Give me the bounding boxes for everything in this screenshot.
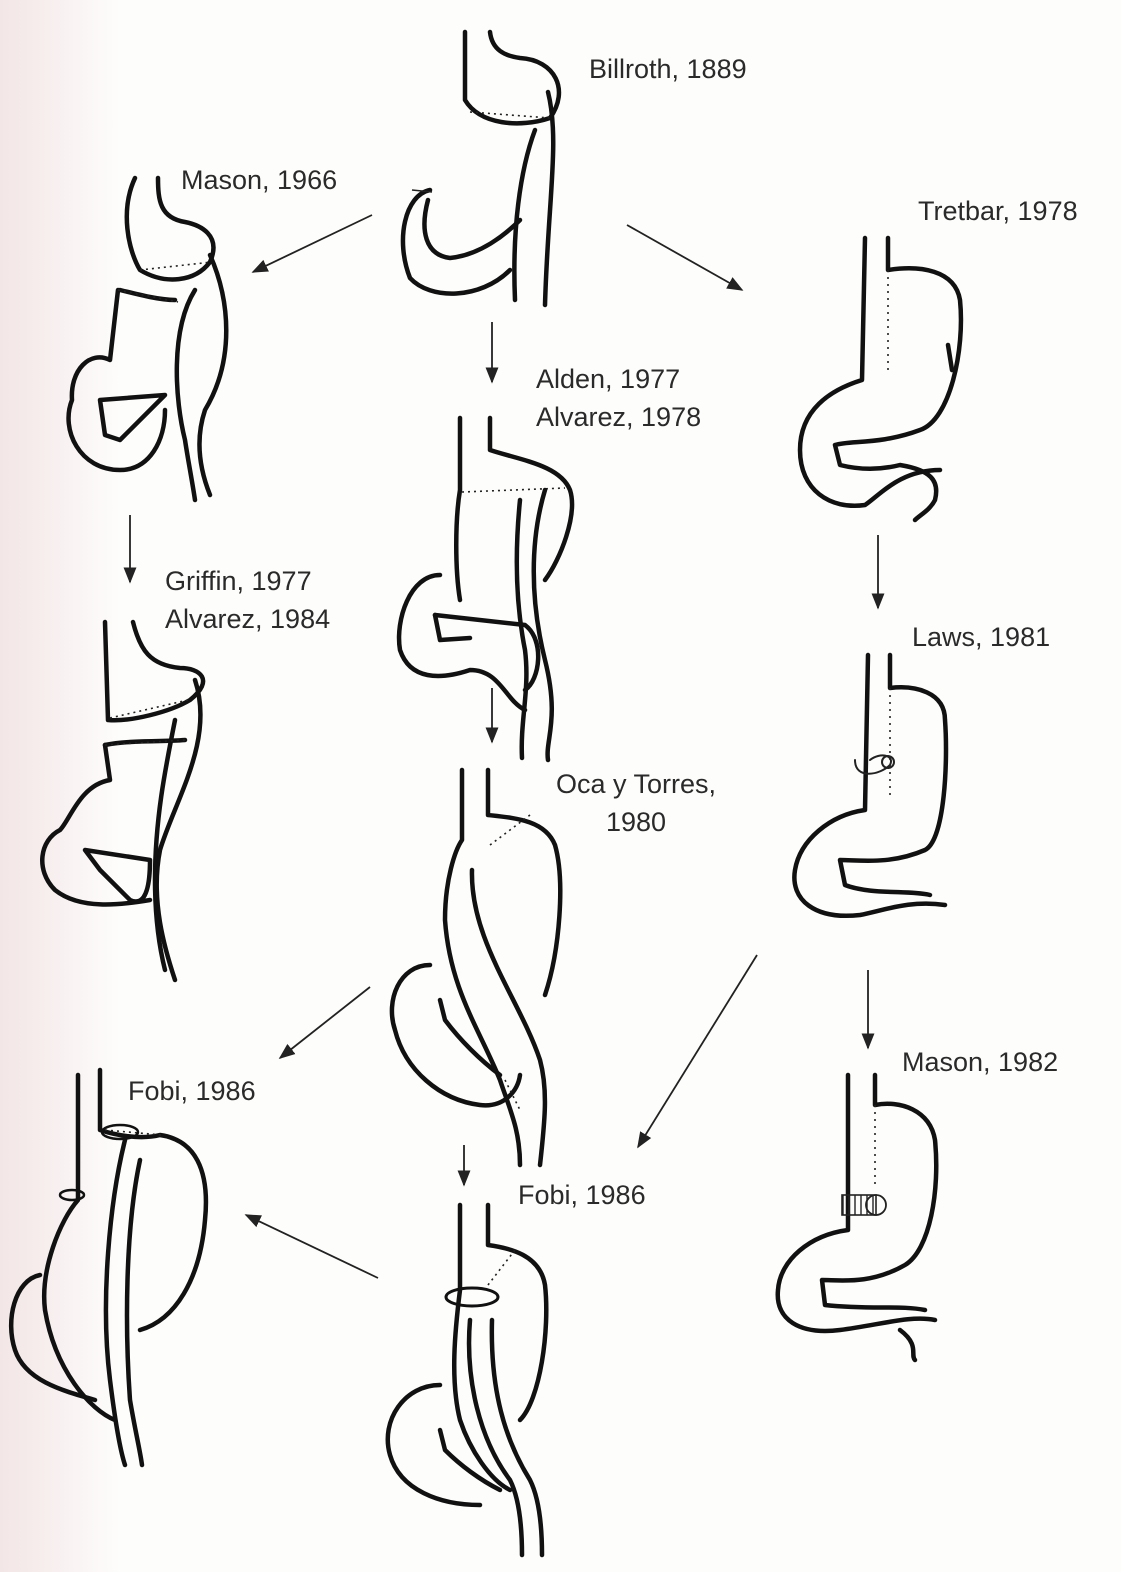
label-mason-1966: Mason, 1966 [181, 161, 337, 199]
label-tretbar: Tretbar, 1978 [918, 192, 1078, 230]
fobi-center-illustration [388, 1205, 546, 1555]
mason-1982-illustration [778, 1075, 936, 1360]
mason-1966-illustration [69, 178, 227, 500]
label-line: Oca y Torres, [538, 765, 734, 803]
arrow-oca-fobileft [280, 987, 370, 1058]
label-line: Alden, 1977 [536, 360, 701, 398]
label-mason-1982: Mason, 1982 [902, 1043, 1058, 1081]
label-line: Mason, 1982 [902, 1043, 1058, 1081]
alden-illustration [399, 418, 572, 760]
arrow-billroth-tretbar [627, 225, 742, 290]
arrow-billroth-mason1966 [253, 215, 372, 272]
billroth-illustration [403, 32, 559, 305]
label-laws: Laws, 1981 [912, 618, 1050, 656]
label-billroth: Billroth, 1889 [589, 50, 747, 88]
tretbar-illustration [800, 238, 961, 520]
fobi-left-illustration [11, 1070, 206, 1465]
arrow-fobicenter-fobileft [246, 1215, 378, 1278]
oca-y-torres-illustration [392, 770, 560, 1165]
label-line: Alvarez, 1984 [165, 600, 330, 638]
label-line: Fobi, 1986 [518, 1176, 646, 1214]
label-fobi-center: Fobi, 1986 [518, 1176, 646, 1214]
label-line: Mason, 1966 [181, 161, 337, 199]
laws-illustration [794, 655, 946, 916]
label-griffin: Griffin, 1977 Alvarez, 1984 [165, 562, 330, 638]
flow-arrows [130, 215, 878, 1278]
label-line: Laws, 1981 [912, 618, 1050, 656]
label-line: Fobi, 1986 [128, 1072, 256, 1110]
label-line: Alvarez, 1978 [536, 398, 701, 436]
label-line: Tretbar, 1978 [918, 192, 1078, 230]
label-fobi-left: Fobi, 1986 [128, 1072, 256, 1110]
label-line: 1980 [538, 803, 734, 841]
griffin-illustration [42, 622, 203, 980]
label-line: Billroth, 1889 [589, 50, 747, 88]
arrow-laws-fobicenter [638, 955, 757, 1147]
label-line: Griffin, 1977 [165, 562, 330, 600]
label-alden: Alden, 1977 Alvarez, 1978 [536, 360, 701, 436]
label-oca-y-torres: Oca y Torres, 1980 [538, 765, 734, 841]
